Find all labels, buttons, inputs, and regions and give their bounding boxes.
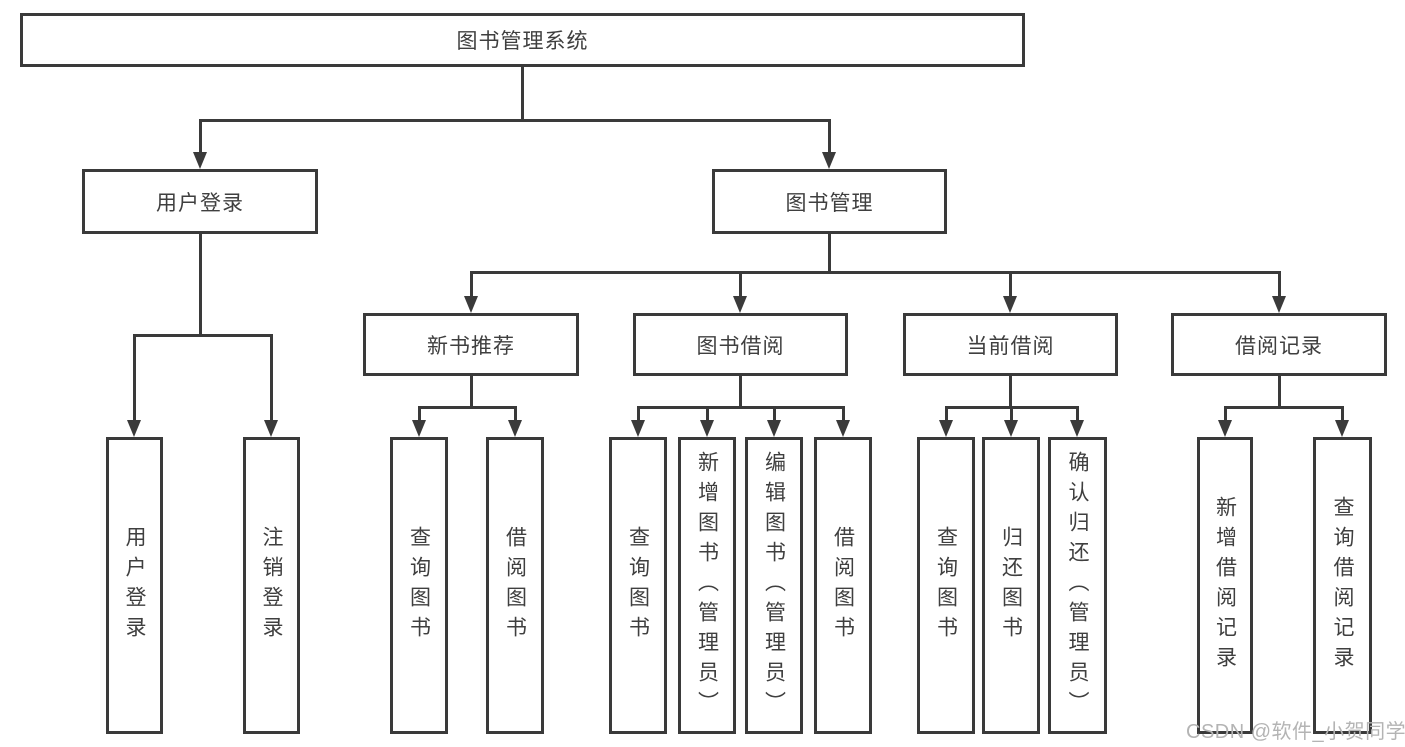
connector-drop-new-book-rec [470, 271, 473, 298]
leaf-add-books-admin: 新增图书（管理员） [678, 437, 736, 734]
leaf-add-borrow-record: 新增借阅记录 [1197, 437, 1253, 734]
connector-drop-borrow-records [1278, 271, 1281, 298]
connector-drop-c2 [1010, 406, 1013, 422]
connector-drop-leaf-user-login [133, 334, 136, 422]
connector-book-borrow-bus [637, 406, 844, 409]
connector-current-borrow-stem [1009, 376, 1012, 409]
node-library-management-system: 图书管理系统 [20, 13, 1025, 67]
connector-drop-book-management [828, 119, 831, 154]
leaf-borrow-books-borrowing: 借阅图书 [814, 437, 872, 734]
node-current-borrowing: 当前借阅 [903, 313, 1118, 376]
connector-drop-a2 [514, 406, 517, 422]
node-user-login: 用户登录 [82, 169, 318, 234]
connector-drop-b2 [706, 406, 709, 422]
connector-book-borrow-stem [739, 376, 742, 409]
arrow-to-d1 [1218, 420, 1232, 437]
leaf-query-books-current: 查询图书 [917, 437, 975, 734]
connector-level3-bus [470, 271, 1280, 274]
connector-borrow-records-bus [1224, 406, 1344, 409]
leaf-borrow-books-recommendation: 借阅图书 [486, 437, 544, 734]
arrow-to-b4 [836, 420, 850, 437]
node-new-book-recommendation: 新书推荐 [363, 313, 579, 376]
arrow-to-leaf-user-login [127, 420, 141, 437]
arrow-to-new-book-rec [464, 296, 478, 313]
arrow-to-c3 [1070, 420, 1084, 437]
connector-drop-current-borrow [1009, 271, 1012, 298]
arrow-to-b3 [767, 420, 781, 437]
connector-new-book-rec-bus [418, 406, 517, 409]
connector-user-login-stem [199, 234, 202, 337]
connector-drop-b4 [842, 406, 845, 422]
node-book-management: 图书管理 [712, 169, 947, 234]
connector-drop-b1 [637, 406, 640, 422]
arrow-to-current-borrow [1003, 296, 1017, 313]
connector-user-login-bus [133, 334, 272, 337]
leaf-return-books: 归还图书 [982, 437, 1040, 734]
connector-drop-user-login [199, 119, 202, 154]
leaf-confirm-return-admin: 确认归还（管理员） [1048, 437, 1107, 734]
arrow-to-b1 [631, 420, 645, 437]
arrow-to-user-login [193, 152, 207, 169]
connector-drop-d2 [1341, 406, 1344, 422]
arrow-to-book-borrow [733, 296, 747, 313]
arrow-to-leaf-logout [264, 420, 278, 437]
connector-drop-leaf-logout [270, 334, 273, 422]
node-borrowing-records: 借阅记录 [1171, 313, 1387, 376]
arrow-to-c2 [1004, 420, 1018, 437]
connector-drop-book-borrow [739, 271, 742, 298]
connector-drop-c1 [945, 406, 948, 422]
csdn-watermark: CSDN @软件_小贺同学 [1186, 721, 1405, 743]
connector-borrow-records-stem [1278, 376, 1281, 409]
connector-book-management-stem [828, 233, 831, 274]
arrow-to-a1 [412, 420, 426, 437]
connector-drop-b3 [773, 406, 776, 422]
leaf-user-login: 用户登录 [106, 437, 163, 734]
arrow-to-d2 [1335, 420, 1349, 437]
connector-root-stem [521, 67, 524, 122]
arrow-to-borrow-records [1272, 296, 1286, 313]
arrow-to-book-management [822, 152, 836, 169]
connector-drop-a1 [418, 406, 421, 422]
arrow-to-a2 [508, 420, 522, 437]
leaf-logout: 注销登录 [243, 437, 300, 734]
node-book-borrowing: 图书借阅 [633, 313, 848, 376]
connector-root-bus [199, 119, 831, 122]
leaf-edit-books-admin: 编辑图书（管理员） [745, 437, 803, 734]
leaf-query-borrow-record: 查询借阅记录 [1313, 437, 1372, 734]
leaf-query-books-recommendation: 查询图书 [390, 437, 448, 734]
connector-drop-d1 [1224, 406, 1227, 422]
arrow-to-b2 [700, 420, 714, 437]
arrow-to-c1 [939, 420, 953, 437]
leaf-query-books-borrowing: 查询图书 [609, 437, 667, 734]
connector-drop-c3 [1076, 406, 1079, 422]
connector-new-book-rec-stem [470, 376, 473, 409]
